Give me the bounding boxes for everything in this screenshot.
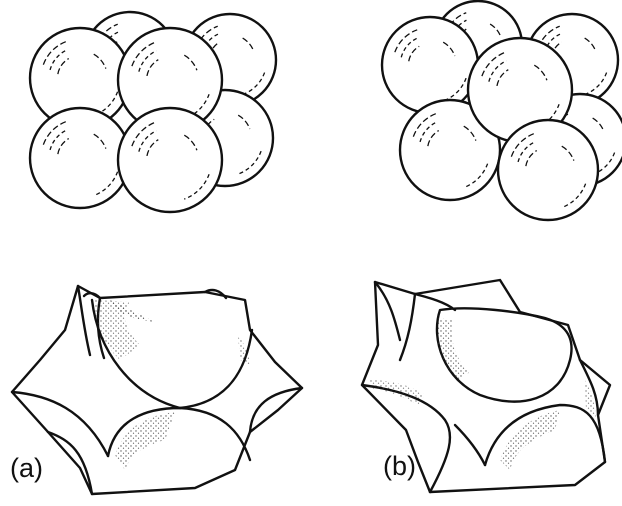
sphere-b-7 (498, 120, 598, 220)
panel-label-b: (b) (383, 453, 416, 480)
sphere-group-b (382, 1, 622, 220)
sphere-a-7 (118, 108, 222, 212)
sphere-group-a (30, 12, 276, 212)
sphere-b-3 (382, 17, 478, 113)
sphere-a-5 (30, 108, 130, 208)
pore-diagram-a (12, 286, 302, 494)
panel-label-a: (a) (10, 455, 43, 482)
